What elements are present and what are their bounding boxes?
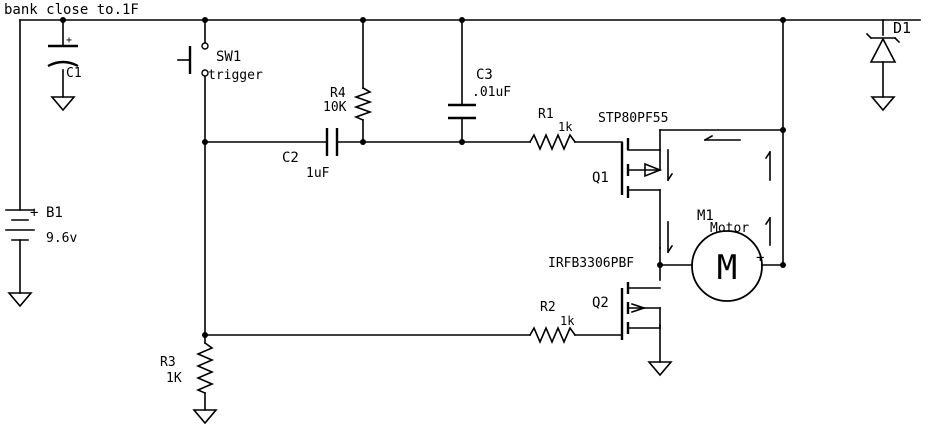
q1-part: STP80PF55 xyxy=(598,111,668,126)
r1-ref: R1 xyxy=(538,107,554,122)
resistor-r2: R2 1k xyxy=(528,300,577,345)
battery-b1: + B1 9.6v xyxy=(5,205,77,294)
q2-part: IRFB3306PBF xyxy=(548,256,634,271)
c3-ref: C3 xyxy=(476,67,493,83)
wires xyxy=(19,19,921,411)
c2-ref: C2 xyxy=(282,150,299,166)
resistor-r3: R3 1K xyxy=(160,341,215,395)
m1-ref: M1 xyxy=(697,208,714,224)
c3-value: .01uF xyxy=(472,85,511,100)
r2-ref: R2 xyxy=(540,300,556,315)
sw1-value: trigger xyxy=(208,68,263,83)
c2-value: 1uF xyxy=(306,166,330,181)
capacitor-c2: C2 1uF xyxy=(282,128,339,181)
m1-value: Motor xyxy=(710,221,749,236)
r4-ref: R4 xyxy=(330,86,346,101)
r3-value: 1K xyxy=(166,371,182,386)
ground-icon xyxy=(192,409,218,425)
ground-icon xyxy=(647,361,673,377)
c1-ref: C1 xyxy=(66,66,82,81)
c1-polarity: + xyxy=(66,35,72,46)
resistor-r1: R1 1k xyxy=(528,107,577,152)
junctions xyxy=(60,17,786,338)
d1-ref: D1 xyxy=(893,19,911,37)
motor-symbol: M xyxy=(717,248,737,288)
r4-value: 10K xyxy=(323,100,347,115)
m1-polarity: + xyxy=(756,250,764,266)
ground-icon xyxy=(7,292,33,308)
r1-value: 1k xyxy=(558,120,573,134)
capacitor-c3: C3 .01uF xyxy=(448,67,511,120)
ground-icon xyxy=(870,96,896,112)
switch-sw1: SW1 trigger xyxy=(177,42,263,83)
ground-icon xyxy=(50,96,76,112)
mosfet-q1: STP80PF55 Q1 xyxy=(592,111,668,198)
r2-value: 1k xyxy=(560,314,575,328)
diode-d1: D1 xyxy=(865,19,911,63)
motor-m1: M M1 Motor + xyxy=(691,208,764,302)
q1-ref: Q1 xyxy=(592,170,609,186)
r3-ref: R3 xyxy=(160,355,176,370)
q2-ref: Q2 xyxy=(592,295,609,311)
b1-polarity: + xyxy=(30,205,38,221)
diagram-note: bank close to.1F xyxy=(4,2,139,18)
ground-symbols xyxy=(7,96,896,425)
resistor-r4: R4 10K xyxy=(323,86,373,122)
mosfet-q2: IRFB3306PBF Q2 xyxy=(548,256,661,340)
current-arrows xyxy=(666,134,772,254)
capacitor-c1: + C1 xyxy=(47,35,82,81)
sw1-ref: SW1 xyxy=(216,49,241,65)
b1-value: 9.6v xyxy=(46,231,77,246)
b1-ref: B1 xyxy=(46,205,63,221)
